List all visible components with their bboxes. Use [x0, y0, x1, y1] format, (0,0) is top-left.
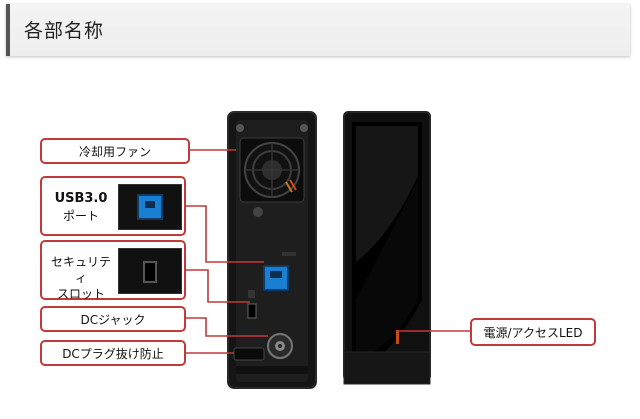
security-slot-icon	[247, 290, 257, 319]
label-usb-title: USB3.0	[54, 191, 108, 206]
led-indicator-icon	[396, 330, 399, 344]
section-title: 各部名称	[24, 20, 105, 42]
section-header: 各部名称	[6, 4, 630, 56]
label-dc-plug-lock: DCプラグ抜け防止	[40, 340, 186, 366]
usb-port-thumbnail	[118, 184, 182, 230]
drive-front-view	[343, 111, 431, 385]
security-slot-icon	[143, 261, 157, 283]
label-text: DCジャック	[80, 312, 146, 327]
label-text: DCプラグ抜け防止	[62, 346, 164, 361]
label-security-line2: スロット	[56, 287, 105, 302]
label-usb-port: USB3.0 ポート	[40, 176, 186, 236]
label-dc-jack: DCジャック	[40, 306, 186, 332]
screw-icon	[300, 124, 308, 132]
screw-icon	[253, 207, 263, 217]
usb-port-icon	[137, 194, 163, 220]
screw-icon	[236, 124, 244, 132]
drive-rear-view	[227, 111, 317, 389]
label-cooling-fan: 冷却用ファン	[40, 138, 190, 164]
usb-port-icon	[263, 265, 289, 291]
label-text: 電源/アクセスLED	[483, 325, 583, 340]
cooling-fan-icon	[239, 137, 305, 203]
leader-lines	[186, 149, 470, 354]
security-slot-thumbnail	[118, 248, 182, 294]
label-security-line1: セキュリティ	[50, 255, 111, 286]
label-security-slot: セキュリティ スロット	[40, 240, 186, 302]
dc-jack-icon	[267, 333, 293, 359]
label-power-led: 電源/アクセスLED	[470, 318, 596, 346]
label-usb-subtitle: ポート	[62, 208, 99, 223]
label-text: 冷却用ファン	[78, 144, 151, 159]
